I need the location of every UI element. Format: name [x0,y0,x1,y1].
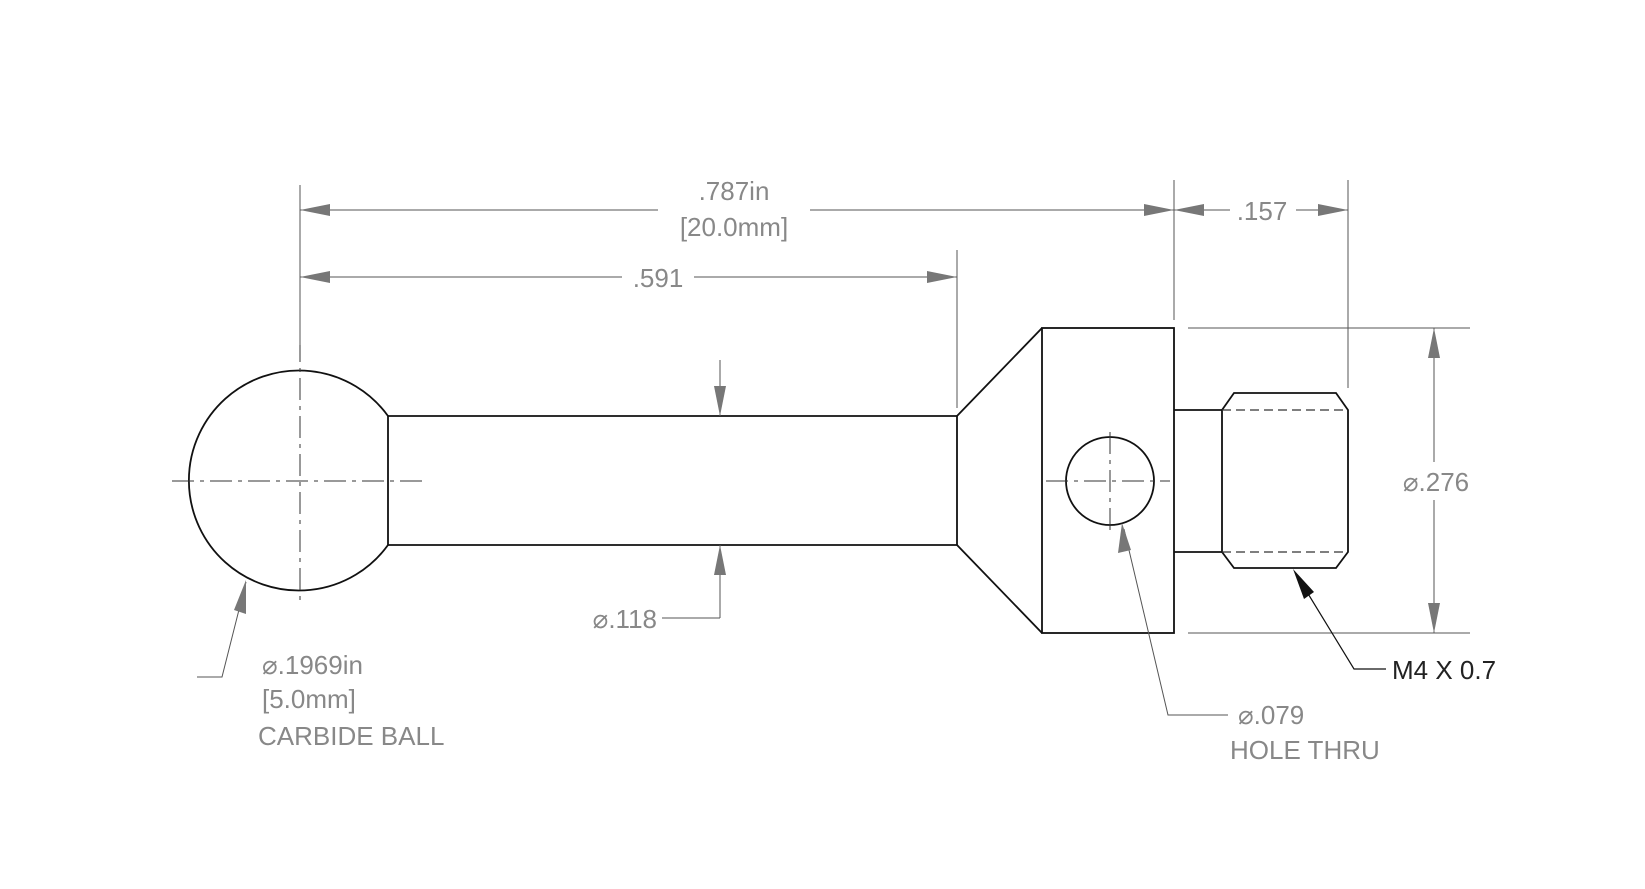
extension-lines [299,180,1470,634]
ball-note-label: CARBIDE BALL [258,721,444,751]
center-lines [172,340,1170,602]
dim-thread-length: .157 [1174,196,1348,226]
leader-thread: M4 X 0.7 [1293,569,1496,685]
thread-length-label: .157 [1237,196,1288,226]
shaft-length-label: .591 [633,263,684,293]
dim-flange-diameter: ⌀.276 [1396,328,1476,633]
shaft-diameter-label: ⌀.118 [593,604,657,634]
overall-length-label: .787in [699,176,770,206]
ball-diameter-metric-label: [5.0mm] [262,684,356,714]
leader-hole: ⌀.079 HOLE THRU [1118,523,1380,765]
carbide-ball [187,369,389,592]
part-outline [187,327,1349,634]
overall-length-metric-label: [20.0mm] [680,212,788,242]
flange-body [1041,327,1175,634]
dim-shaft-diameter: ⌀.118 [593,360,726,634]
flange-diameter-label: ⌀.276 [1403,467,1469,497]
threaded-stud [1221,392,1349,569]
thread-callout-label: M4 X 0.7 [1392,655,1496,685]
ball-diameter-label: ⌀.1969in [262,650,363,680]
dim-shaft-length: .591 [300,263,957,293]
hole-diameter-label: ⌀.079 [1238,700,1304,730]
hole-note-label: HOLE THRU [1230,735,1380,765]
dim-overall-length: .787in [20.0mm] [300,176,1174,242]
taper-top [956,327,1043,417]
taper-bottom [956,544,1043,634]
leader-ball: ⌀.1969in [5.0mm] CARBIDE BALL [197,580,444,751]
